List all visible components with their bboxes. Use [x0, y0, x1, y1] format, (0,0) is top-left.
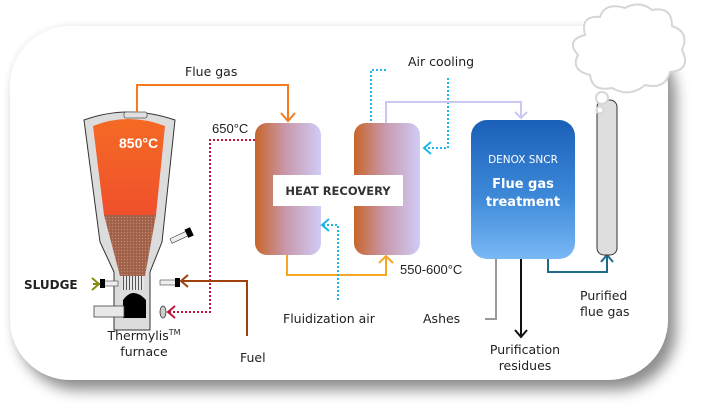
purification-residues-label: Purification residues [480, 342, 570, 373]
purification-line2: residues [498, 357, 552, 373]
furnace-word: furnace [120, 343, 168, 359]
purified-gas-pipe [547, 256, 608, 273]
temp-550-600-label: 550-600°C [400, 262, 463, 277]
preheated-air-arrow-icon [166, 305, 176, 319]
denox-label: DENOX SNCR [488, 154, 558, 166]
sludge-arrow-icon [91, 277, 101, 291]
trademark: TM [168, 328, 181, 337]
fuel-port-cap [175, 278, 180, 287]
ashes-line [485, 259, 497, 320]
cooled-gas-arrow-icon [514, 111, 528, 120]
fuel-label: Fuel [240, 350, 266, 365]
sludge-port-cap [100, 279, 105, 288]
fluidization-air-line [322, 224, 339, 300]
furnace-temp-label: 850°C [119, 135, 159, 151]
sludge-label: SLUDGE [24, 278, 78, 292]
ashes-label: Ashes [423, 311, 461, 326]
heat-recovery-label: HEAT RECOVERY [273, 175, 403, 206]
purified-flue-gas-label: Purified flue gas [580, 288, 630, 319]
flue-gas-arrow-icon [280, 112, 296, 123]
fuel-line [181, 280, 248, 336]
flue-gas-treatment-unit: DENOX SNCR Flue gas treatment [471, 120, 575, 259]
hot-gas-arrow-icon [378, 254, 394, 264]
residues-arrow-icon [514, 329, 528, 339]
furnace [83, 111, 194, 331]
side-port-upper [169, 227, 194, 244]
furnace-sand-bed [104, 215, 156, 276]
treatment-line1: Flue gas [492, 177, 554, 192]
furnace-flame-zone [93, 119, 165, 215]
cooled-gas-pipe [385, 101, 522, 123]
air-cooling-arrow-icon [422, 141, 432, 155]
purified-line2: flue gas [580, 303, 630, 319]
purification-line1: Purification [489, 342, 561, 357]
temp-650-label: 650°C [212, 121, 249, 136]
furnace-grate [122, 276, 144, 290]
air-cooling-inlet-line [370, 69, 386, 123]
fluidization-air-label: Fluidization air [283, 311, 375, 326]
treatment-label: Flue gas treatment [471, 176, 575, 211]
air-port [159, 305, 167, 319]
air-cooling-line [424, 78, 449, 149]
furnace-name-label: ThermylisTM furnace [98, 328, 190, 359]
furnace-name: Thermylis [107, 328, 169, 343]
smoke-cloud-icon [571, 3, 686, 115]
fuel-arrow-icon [179, 274, 189, 288]
fluidization-air-arrow-icon [320, 218, 330, 232]
flue-gas-label: Flue gas [185, 64, 238, 79]
treatment-line2: treatment [485, 194, 561, 210]
hot-gas-transfer-pipe [286, 255, 387, 276]
flue-gas-pipe [136, 84, 289, 120]
air-cooling-label: Air cooling [408, 54, 475, 69]
preheated-air-line [168, 139, 255, 313]
fuel-port [159, 279, 178, 286]
furnace-top-cap [123, 111, 148, 119]
furnace-burner [123, 293, 146, 318]
purified-line1: Purified [580, 288, 628, 303]
burner-pipe [93, 305, 125, 318]
chimney [596, 99, 618, 256]
